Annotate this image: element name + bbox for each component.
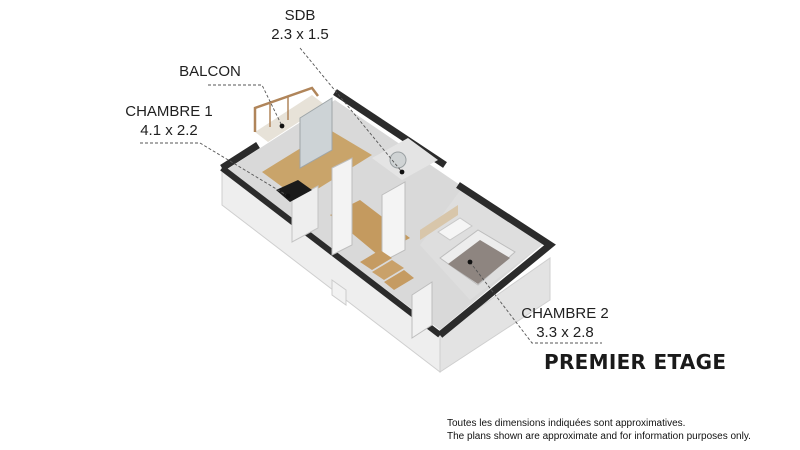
dark-cabinet xyxy=(276,180,312,202)
toilet-fixture xyxy=(389,151,407,169)
room-label-chambre-2: CHAMBRE 2 3.3 x 2.8 xyxy=(510,304,620,342)
room-dimensions: 2.3 x 1.5 xyxy=(271,26,329,43)
room-label-sdb: SDB 2.3 x 1.5 xyxy=(240,6,360,44)
room-name: CHAMBRE 1 xyxy=(125,103,213,120)
room-dimensions: 3.3 x 2.8 xyxy=(536,324,594,341)
room-name: CHAMBRE 2 xyxy=(521,305,609,322)
stair-step xyxy=(372,260,404,280)
chambre-1-floor xyxy=(262,130,372,200)
disclaimer-fr: Toutes les dimensions indiquées sont app… xyxy=(447,418,686,429)
room-label-balcon: BALCON xyxy=(160,62,260,81)
outer-wall-top xyxy=(220,142,260,171)
balcony-railing xyxy=(253,86,319,132)
leader-line-chambre1 xyxy=(140,142,289,197)
room-label-chambre-1: CHAMBRE 1 4.1 x 2.2 xyxy=(114,102,224,140)
leader-line-chambre2 xyxy=(469,261,602,344)
headboard xyxy=(420,205,458,240)
disclaimer: Toutes les dimensions indiquées sont app… xyxy=(447,417,751,443)
stair-step xyxy=(384,270,414,290)
stair-step xyxy=(360,250,392,270)
room-name: BALCON xyxy=(179,63,241,80)
room-dimensions: 4.1 x 2.2 xyxy=(140,122,198,139)
marker-chambre2 xyxy=(467,259,473,265)
room-name: SDB xyxy=(284,7,316,24)
leader-line-sdb xyxy=(299,47,403,173)
balcony-door xyxy=(299,97,333,169)
bed-cover xyxy=(448,240,510,284)
disclaimer-en: The plans shown are approximate and for … xyxy=(447,431,751,442)
balcony-floor xyxy=(255,95,325,142)
front-wall xyxy=(220,165,442,338)
partition-wall-c xyxy=(411,281,433,339)
bed-pillows xyxy=(437,217,473,241)
partition-wall-b xyxy=(381,181,406,263)
marker-chambre1 xyxy=(285,193,291,199)
marker-balcon xyxy=(279,123,285,129)
leader-line-balcon xyxy=(208,84,283,127)
stair-stub xyxy=(331,279,347,306)
marker-sdb xyxy=(399,169,405,175)
floor-title: PREMIER ETAGE xyxy=(544,350,727,374)
partition-wall-a xyxy=(331,157,353,256)
building-right-face xyxy=(439,257,551,373)
chambre-2-wall xyxy=(437,182,556,338)
